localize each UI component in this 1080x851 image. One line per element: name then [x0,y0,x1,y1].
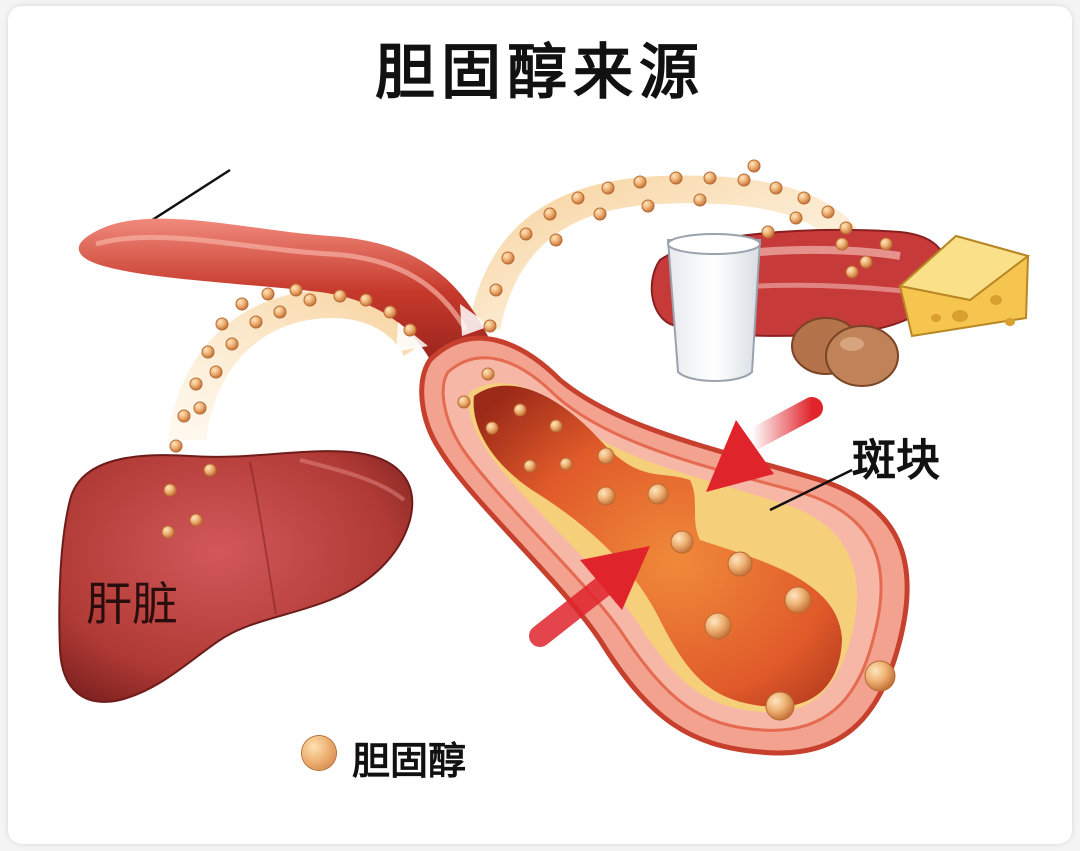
cholesterol-particle [835,237,849,251]
cholesterol-particle [559,457,573,471]
cholesterol-particle [703,171,717,185]
cholesterol-particle [519,227,533,241]
cholesterol-particle [235,297,249,311]
food-flow-band [470,175,860,330]
liver-label: 肝脏 [86,577,178,631]
cholesterol-particle [704,612,732,640]
cholesterol-particle [225,337,239,351]
cholesterol-particle [789,211,803,225]
flow-arrow-head [460,304,490,336]
cholesterol-particle [513,403,527,417]
cholesterol-particle [333,289,347,303]
cholesterol-particle [765,691,795,721]
cholesterol-particle [261,287,275,301]
cholesterol-particle [859,255,873,269]
liver-flow-band [168,290,428,440]
cholesterol-particle [359,293,373,307]
artery-tube [78,218,490,380]
cholesterol-particle [879,237,893,251]
cholesterol-particle [189,377,203,391]
cholesterol-particle [161,525,175,539]
cholesterol-particle [727,551,753,577]
cholesterol-particle [769,181,783,195]
cholesterol-particle [784,586,812,614]
cholesterol-particle [215,317,229,331]
cholesterol-particles [161,159,896,721]
cholesterol-particle [489,283,503,297]
cholesterol-particle [693,193,707,207]
cholesterol-particle [601,181,615,195]
cholesterol-particle [647,483,669,505]
cholesterol-particle [289,283,303,297]
milk-glass [666,239,762,382]
cholesterol-particle [543,207,557,221]
liver [58,450,414,703]
cholesterol-particle [549,419,563,433]
page-title: 胆固醇来源 [375,38,705,108]
pressure-arrow-top [706,397,823,492]
cholesterol-particle [403,323,417,337]
cholesterol-particle [523,459,537,473]
cholesterol-particle [201,345,215,359]
cholesterol-particle [189,513,203,527]
cholesterol-particle [457,395,471,409]
cholesterol-particle [203,463,217,477]
egg [825,325,899,387]
legend-label: 胆固醇 [352,738,467,783]
cholesterol-particle [633,175,647,189]
cholesterol-particle [383,305,397,319]
cholesterol-particle [571,191,585,205]
cholesterol-particle [761,225,775,239]
cholesterol-particle [596,486,616,506]
cholesterol-particle-icon [302,736,336,770]
cholesterol-particle [839,221,853,235]
cholesterol-particle [821,205,835,219]
pressure-arrow-bottom [529,546,650,647]
cholesterol-particle [669,171,683,185]
cholesterol-particle [209,365,223,379]
plaque-pointer-line [769,468,853,512]
cholesterol-particle [163,483,177,497]
cholesterol-particle [501,251,515,265]
cholesterol-particle [670,530,694,554]
plaque-label: 斑块 [852,435,940,486]
cholesterol-particle [249,315,263,329]
cholesterol-particle [797,191,811,205]
cholesterol-particle [597,447,615,465]
cholesterol-particle [481,367,495,381]
cholesterol-particle [845,265,859,279]
cholesterol-particle [485,421,499,435]
cholesterol-particle [273,305,287,319]
cholesterol-particle [483,319,497,333]
cholesterol-particle [193,401,207,415]
cholesterol-particle [747,159,761,173]
cholesterol-particle [864,660,896,692]
cholesterol-particle [303,293,317,307]
cholesterol-particle [177,409,191,423]
cholesterol-particle [641,199,655,213]
food-group [650,228,1031,387]
cholesterol-particle [737,173,751,187]
artery-highlight [95,234,469,332]
cholesterol-particle [169,439,183,453]
cholesterol-particle [549,233,563,247]
cholesterol-particle [593,207,607,221]
